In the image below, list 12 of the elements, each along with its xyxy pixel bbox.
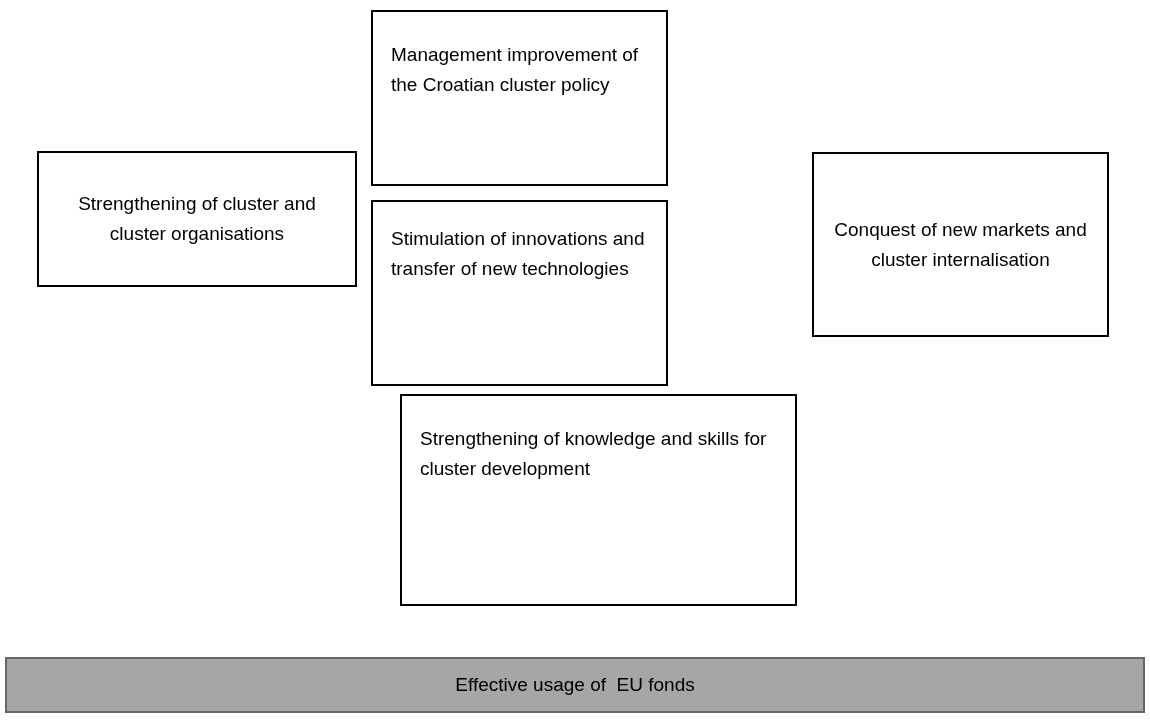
box-text: Conquest of new markets and cluster internalisation — [833, 217, 1088, 272]
box-text: Strengthening of knowledge and skills for cluster development — [420, 427, 768, 481]
band-text: Effective usage of EU fonds — [454, 673, 696, 697]
text-box — [812, 152, 1109, 337]
text-box — [371, 10, 668, 186]
box-text: Management improvement of the Croatian cluster policy — [391, 43, 640, 97]
text-box — [400, 394, 797, 606]
footer-band — [5, 657, 1145, 713]
box-text: Strengthening of cluster and cluster organisations — [77, 192, 317, 246]
box-text: Stimulation of innovations and transfer of new technologies — [391, 227, 646, 281]
text-box — [371, 200, 668, 386]
text-box — [37, 151, 357, 287]
